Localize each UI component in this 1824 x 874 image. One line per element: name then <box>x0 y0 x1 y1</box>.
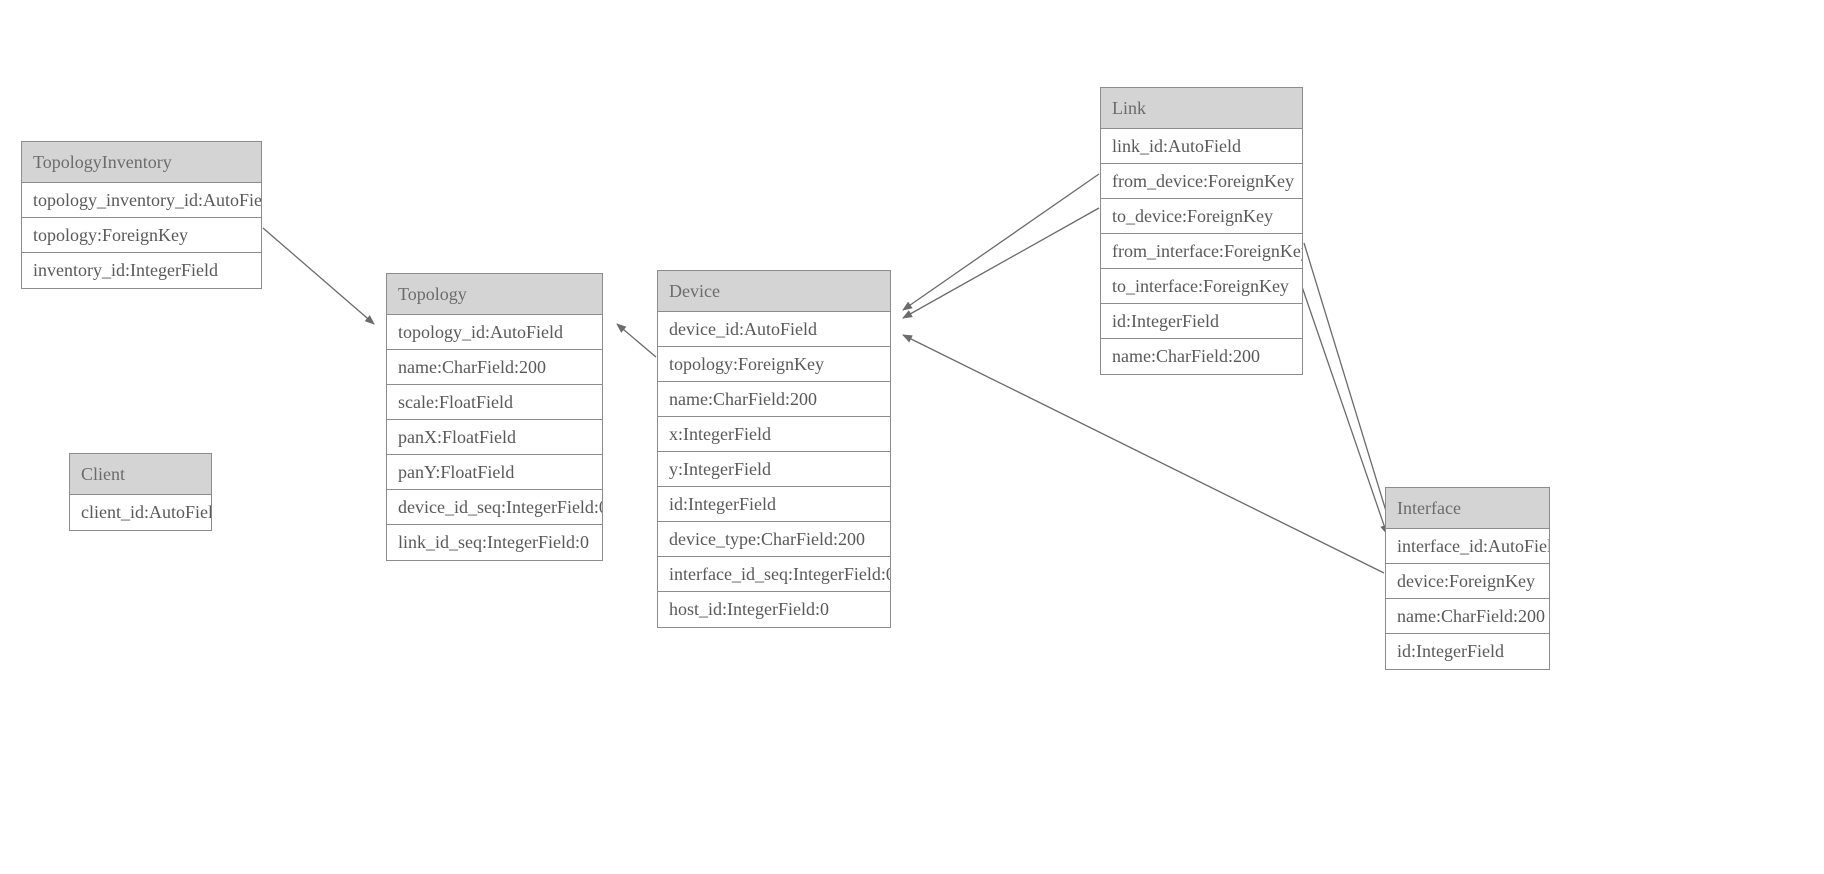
entity-field[interactable]: interface_id_seq:IntegerField:0 <box>658 557 890 592</box>
entity-field[interactable]: id:IntegerField <box>658 487 890 522</box>
entity-field[interactable]: topology:ForeignKey <box>22 218 261 253</box>
entity-title-topologyinventory: TopologyInventory <box>22 142 261 183</box>
entity-field[interactable]: inventory_id:IntegerField <box>22 253 261 288</box>
entity-title-link: Link <box>1101 88 1302 129</box>
entity-field[interactable]: device:ForeignKey <box>1386 564 1549 599</box>
entity-field[interactable]: topology_inventory_id:AutoField <box>22 183 261 218</box>
entity-field[interactable]: x:IntegerField <box>658 417 890 452</box>
entity-field[interactable]: topology:ForeignKey <box>658 347 890 382</box>
edge-device-to-topology <box>616 323 657 358</box>
entity-field[interactable]: id:IntegerField <box>1386 634 1549 669</box>
edge-link-from-interface-to-interface <box>1303 242 1395 535</box>
entity-field[interactable]: from_interface:ForeignKey <box>1101 234 1302 269</box>
entity-title-interface: Interface <box>1386 488 1549 529</box>
entity-field[interactable]: name:CharField:200 <box>1101 339 1302 374</box>
entity-field[interactable]: scale:FloatField <box>387 385 602 420</box>
entity-field[interactable]: from_device:ForeignKey <box>1101 164 1302 199</box>
entity-field[interactable]: link_id_seq:IntegerField:0 <box>387 525 602 560</box>
entity-field[interactable]: name:CharField:200 <box>658 382 890 417</box>
entity-field[interactable]: device_id:AutoField <box>658 312 890 347</box>
entity-field[interactable]: panX:FloatField <box>387 420 602 455</box>
entity-field[interactable]: to_device:ForeignKey <box>1101 199 1302 234</box>
entity-field[interactable]: device_id_seq:IntegerField:0 <box>387 490 602 525</box>
entity-title-topology: Topology <box>387 274 602 315</box>
entity-field[interactable]: y:IntegerField <box>658 452 890 487</box>
entity-field[interactable]: host_id:IntegerField:0 <box>658 592 890 627</box>
edge-topologyinventory-to-topology <box>262 227 375 325</box>
entity-field[interactable]: client_id:AutoField <box>70 495 211 530</box>
entity-field[interactable]: topology_id:AutoField <box>387 315 602 350</box>
entity-field[interactable]: to_interface:ForeignKey <box>1101 269 1302 304</box>
entity-field[interactable]: id:IntegerField <box>1101 304 1302 339</box>
entity-title-device: Device <box>658 271 890 312</box>
entity-field[interactable]: link_id:AutoField <box>1101 129 1302 164</box>
edge-link-to-interface-to-interface <box>1298 277 1388 535</box>
entity-field[interactable]: name:CharField:200 <box>1386 599 1549 634</box>
entity-field[interactable]: panY:FloatField <box>387 455 602 490</box>
entity-field[interactable]: device_type:CharField:200 <box>658 522 890 557</box>
edge-link-from-device-to-device <box>902 173 1100 311</box>
edge-link-to-device-to-device <box>902 207 1100 319</box>
entity-field[interactable]: name:CharField:200 <box>387 350 602 385</box>
entity-title-client: Client <box>70 454 211 495</box>
entity-field[interactable]: interface_id:AutoField <box>1386 529 1549 564</box>
